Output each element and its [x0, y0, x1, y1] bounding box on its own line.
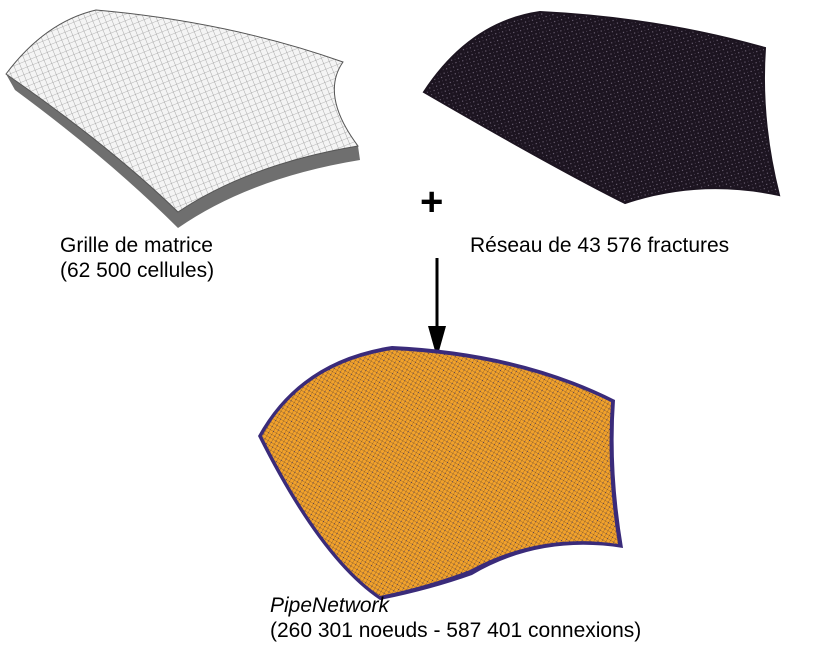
- pipe-network-name: PipeNetwork: [270, 594, 390, 617]
- matrix-surface: [5, 9, 359, 213]
- down-arrow-icon: [428, 258, 446, 358]
- pipe-network-image: [258, 346, 623, 600]
- matrix-title: Grille de matrice: [60, 234, 213, 257]
- plus-operator: +: [420, 180, 444, 224]
- fracture-network-title: Réseau de 43 576 fractures: [470, 234, 730, 257]
- matrix-cell-count: (62 500 cellules): [60, 259, 215, 282]
- pipe-network-stats: (260 301 noeuds - 587 401 connexions): [270, 619, 642, 642]
- fracture-network-image: [422, 10, 781, 205]
- matrix-grid-image: [5, 9, 360, 228]
- pipe-network-surface: [262, 350, 618, 596]
- fracture-cloud: [422, 10, 781, 205]
